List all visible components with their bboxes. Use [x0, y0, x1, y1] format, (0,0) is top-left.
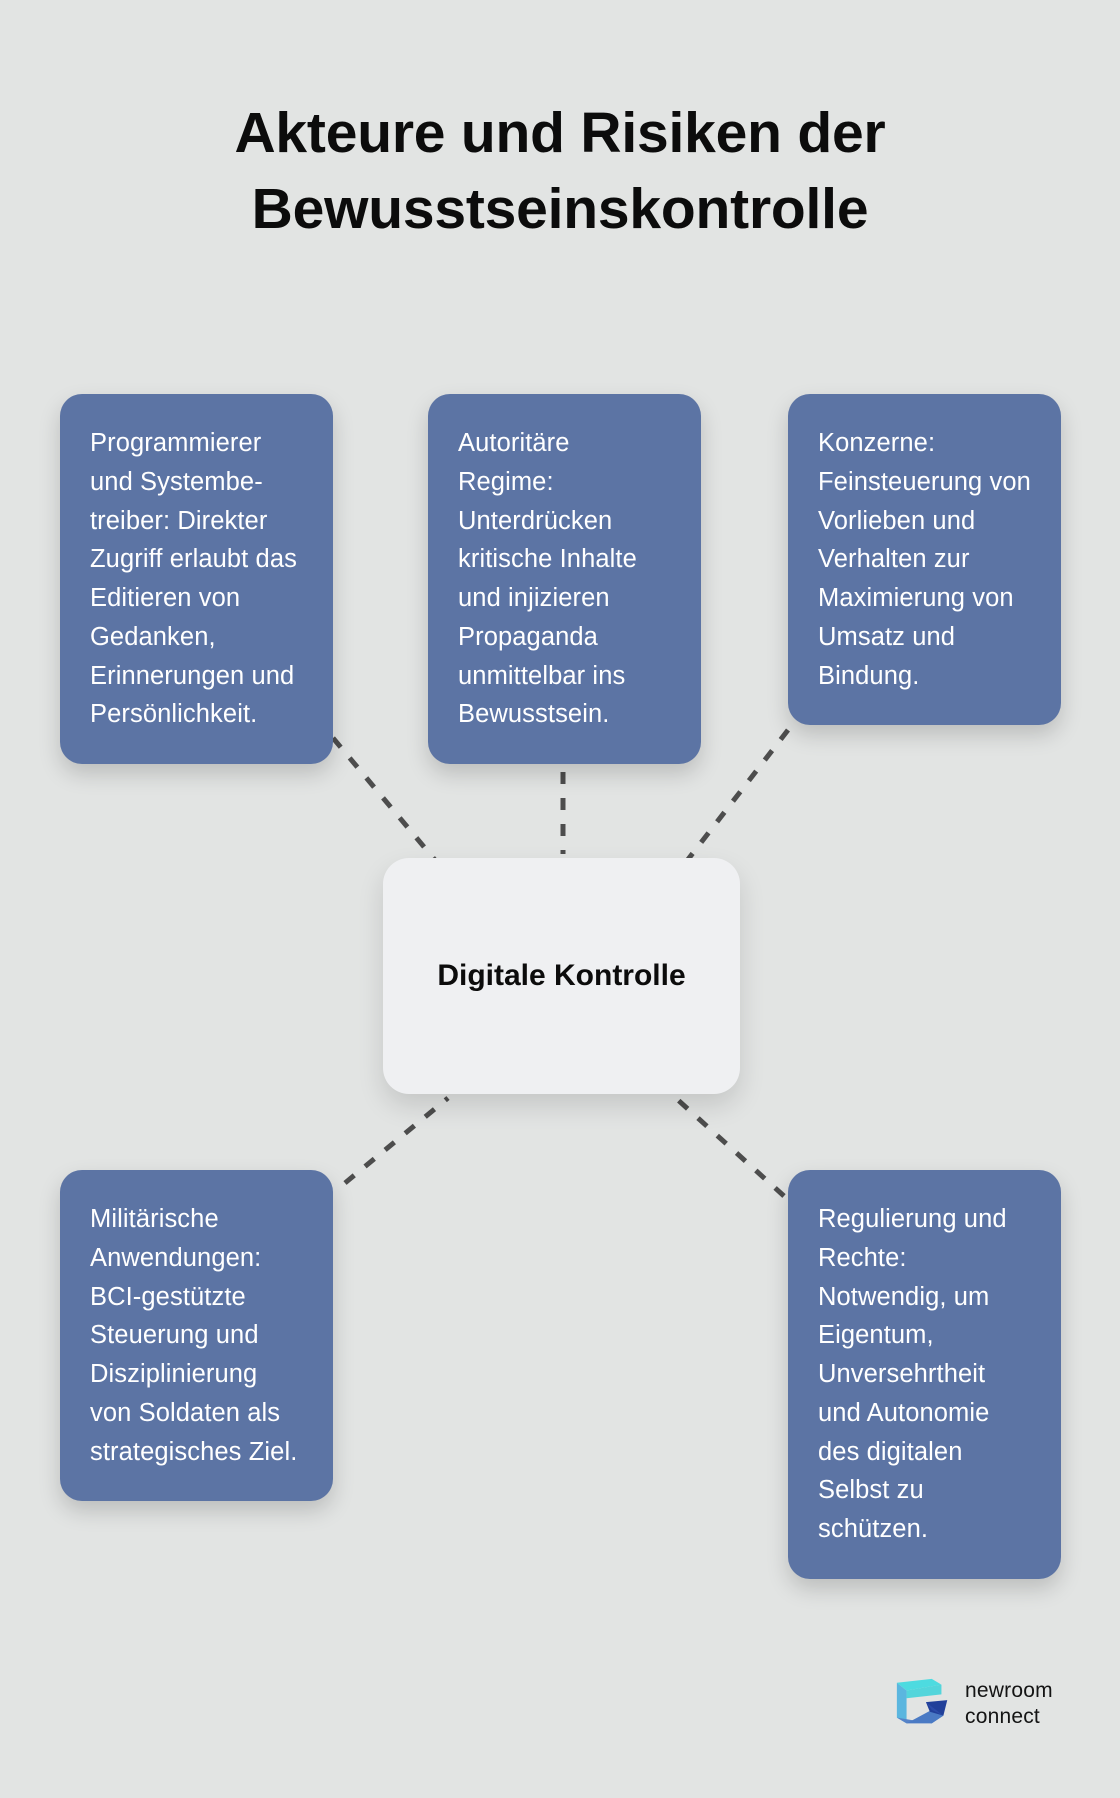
newroom-logo-icon — [896, 1678, 948, 1724]
node-regulation-rights[interactable]: Regulierung und Rechte: Notwendig, um Ei… — [788, 1170, 1061, 1579]
node-military-applications[interactable]: Militärische Anwendungen: BCI-gestützte … — [60, 1170, 333, 1502]
node-corporations-text: Konzerne: Feinsteuerung von Vorlieben un… — [818, 429, 1031, 690]
node-authoritarian-regimes[interactable]: Autoritäre Regime: Unterdrücken kritisch… — [428, 394, 701, 764]
logo-line-1: newroom — [965, 1679, 1053, 1703]
center-node-digital-control[interactable]: Digitale Kontrolle — [383, 858, 740, 1094]
logo-line-2: connect — [965, 1705, 1040, 1728]
node-programmer[interactable]: Programmierer und Systembe-treiber: Dire… — [60, 394, 333, 764]
node-military-applications-text: Militärische Anwendungen: BCI-gestützte … — [90, 1205, 298, 1466]
page-title: Akteure und Risiken der Bewusstseinskont… — [234, 101, 886, 241]
center-node-label: Digitale Kontrolle — [437, 958, 686, 992]
node-programmer-text: Programmierer und Systembe-treiber: Dire… — [90, 429, 297, 729]
connector-programmer — [331, 736, 442, 868]
connector-military — [343, 1096, 450, 1185]
node-regulation-rights-text: Regulierung und Rechte: Notwendig, um Ei… — [818, 1205, 1007, 1543]
newroom-connect-logo: newroom connect — [893, 1664, 1063, 1744]
logo-wordmark: newroom connect — [965, 1678, 1053, 1729]
connector-corporate — [684, 728, 790, 864]
node-authoritarian-regimes-text: Autoritäre Regime: Unterdrücken kritisch… — [458, 429, 637, 729]
connector-regulation — [676, 1098, 786, 1198]
node-corporations[interactable]: Konzerne: Feinsteuerung von Vorlieben un… — [788, 394, 1061, 726]
